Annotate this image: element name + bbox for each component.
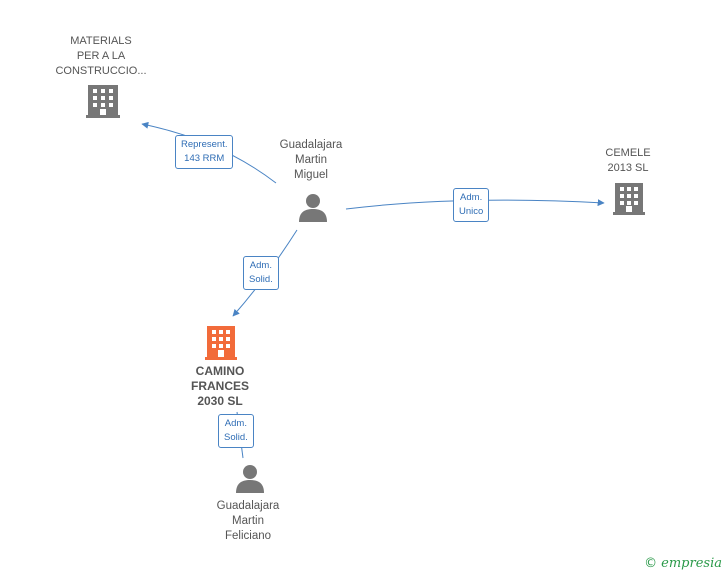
node-label-line: CAMINO <box>195 364 245 378</box>
edge-label-adm-unico[interactable]: Adm. Unico <box>453 188 490 222</box>
edge-label-line: Adm. <box>224 418 247 429</box>
brand-logo: ©empresia <box>644 556 722 571</box>
brand-name: empresia <box>661 556 722 571</box>
node-label-line: FRANCES <box>190 379 249 393</box>
edge-label-line: Unico <box>459 206 484 217</box>
node-label-line: 2030 SL <box>197 394 243 408</box>
node-label-line: PER A LA <box>76 50 126 62</box>
building-icon-main <box>205 326 237 360</box>
node-label-line: 2013 SL <box>607 162 649 174</box>
node-label-guadalajara-miguel[interactable]: Guadalajara Martin Miguel <box>262 138 360 183</box>
node-label-line: Guadalajara <box>216 500 280 512</box>
node-label-line: MATERIALS <box>70 35 132 47</box>
node-label-line: Miguel <box>294 169 328 181</box>
building-icon <box>613 183 645 215</box>
node-label-line: Feliciano <box>224 530 272 542</box>
edge-label-line: Represent. <box>181 139 228 150</box>
edge-label-line: Adm. <box>249 260 272 271</box>
node-label-materials[interactable]: MATERIALS PER A LA CONSTRUCCIO... <box>40 34 162 79</box>
edge-label-adm-solid[interactable]: Adm. Solid. <box>243 256 279 290</box>
person-icon <box>299 194 327 222</box>
edge-label-represent[interactable]: Represent. 143 RRM <box>175 135 234 169</box>
node-label-line: CONSTRUCCIO... <box>55 65 147 77</box>
node-label-line: Martin <box>232 515 264 527</box>
building-icon <box>86 85 120 118</box>
node-label-cemele[interactable]: CEMELE 2013 SL <box>588 146 668 176</box>
edge-label-adm-solid[interactable]: Adm. Solid. <box>218 414 254 448</box>
node-label-line: CEMELE <box>605 147 651 159</box>
edge-label-line: 143 RRM <box>184 153 225 164</box>
edge-label-line: Solid. <box>249 274 273 285</box>
copyright-icon: © <box>644 556 658 571</box>
edge-label-line: Solid. <box>224 432 248 443</box>
node-label-line: Martin <box>295 154 327 166</box>
edge-label-line: Adm. <box>460 192 483 203</box>
node-label-line: Guadalajara <box>279 139 343 151</box>
node-label-guadalajara-feliciano[interactable]: Guadalajara Martin Feliciano <box>198 499 298 544</box>
person-icon <box>236 465 264 493</box>
node-label-camino[interactable]: CAMINO FRANCES 2030 SL <box>170 364 270 409</box>
